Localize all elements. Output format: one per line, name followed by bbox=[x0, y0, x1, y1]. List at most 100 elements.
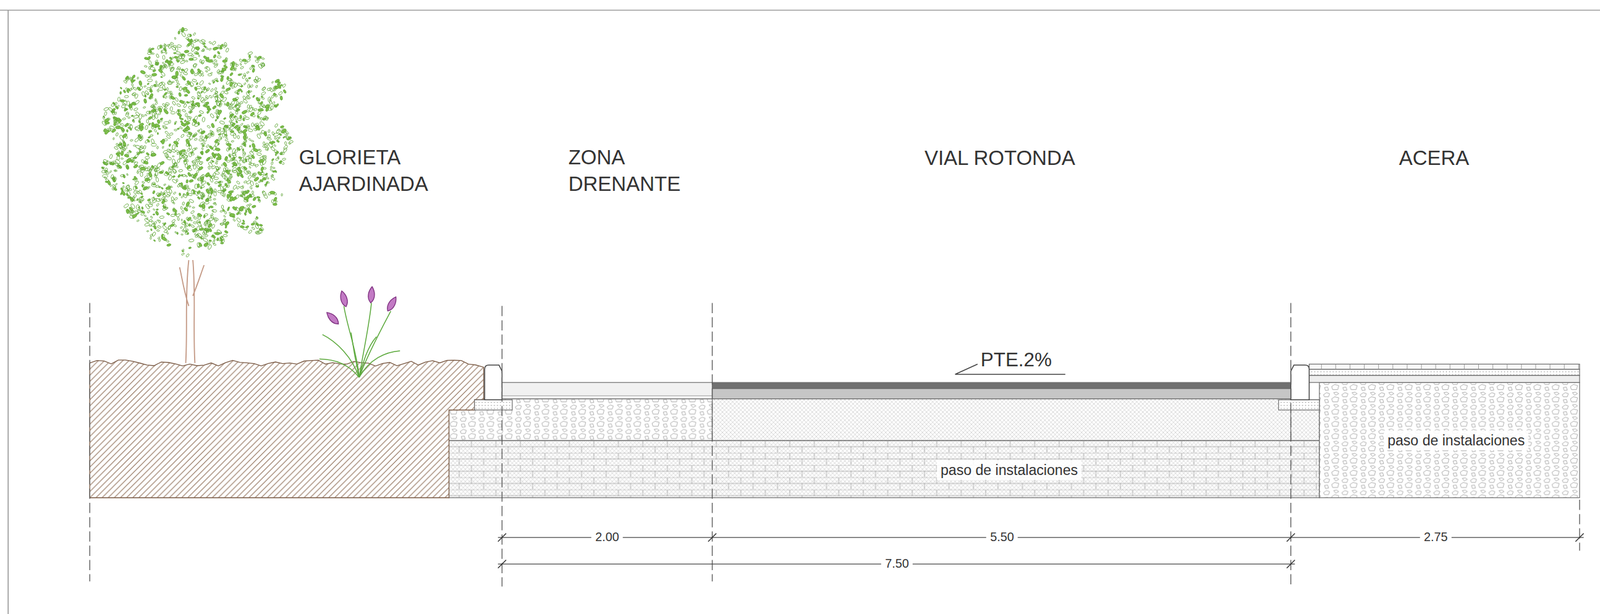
tree-leaf bbox=[280, 161, 285, 166]
tree-leaf bbox=[247, 77, 251, 80]
tree-leaf bbox=[249, 180, 254, 187]
tree-leaf bbox=[126, 100, 130, 106]
tree-leaf bbox=[237, 135, 240, 140]
tree-leaf bbox=[150, 165, 155, 171]
tree-leaf bbox=[258, 105, 264, 110]
tree-leaf bbox=[208, 82, 211, 85]
tree-leaf bbox=[247, 208, 253, 215]
zone-title: VIAL ROTONDA bbox=[924, 144, 1076, 172]
tree-leaf bbox=[194, 137, 198, 141]
tree-leaf bbox=[197, 246, 201, 248]
tree-leaf bbox=[240, 122, 244, 127]
tree-leaf bbox=[224, 136, 227, 138]
tree-leaf bbox=[109, 153, 114, 159]
tree-leaf bbox=[124, 107, 128, 112]
tree-leaf bbox=[152, 114, 156, 120]
tree-leaf bbox=[205, 70, 208, 73]
tree-leaf bbox=[165, 95, 168, 99]
tree-leaf bbox=[229, 113, 233, 119]
tree-leaf bbox=[272, 170, 276, 173]
tree-leaf bbox=[190, 68, 194, 75]
tree-leaf bbox=[227, 146, 232, 151]
tree-leaf bbox=[126, 143, 129, 147]
tree-leaf bbox=[257, 171, 263, 177]
tree-leaf bbox=[220, 210, 224, 212]
tree-leaf bbox=[203, 213, 209, 217]
tree-leaf bbox=[117, 118, 122, 124]
tree-leaf bbox=[229, 72, 233, 77]
tree-leaf bbox=[182, 159, 187, 163]
tree-leaf bbox=[143, 65, 148, 68]
tree-leaf bbox=[195, 52, 199, 56]
tree-leaf bbox=[134, 137, 140, 143]
tree-leaf bbox=[236, 108, 241, 112]
tree-leaf bbox=[125, 77, 130, 83]
tree-leaf bbox=[114, 162, 120, 167]
tree-leaf bbox=[249, 186, 253, 190]
tree-leaf bbox=[207, 166, 211, 170]
tree-leaf bbox=[138, 80, 143, 86]
tree-leaf bbox=[152, 105, 157, 111]
tree-leaf bbox=[174, 197, 178, 201]
tree-leaf bbox=[245, 225, 250, 229]
tree-leaf bbox=[247, 174, 252, 180]
tree-leaf bbox=[242, 158, 248, 164]
tree-leaf bbox=[144, 124, 149, 130]
tree-leaf bbox=[143, 175, 149, 180]
tree-leaf bbox=[273, 104, 278, 108]
tree-leaf bbox=[125, 111, 130, 118]
tree-leaf bbox=[156, 119, 161, 124]
tree-leaf bbox=[252, 147, 259, 153]
tree-leaf bbox=[223, 215, 227, 218]
tree-leaf bbox=[146, 87, 151, 90]
tree-leaf bbox=[198, 221, 201, 224]
dimension-tick bbox=[1286, 559, 1295, 568]
tree-leaf bbox=[175, 71, 179, 77]
tree-leaf bbox=[105, 163, 109, 166]
tree-leaf bbox=[148, 122, 151, 127]
tile-joints bbox=[1321, 364, 1579, 369]
sidewalk-tiles bbox=[1308, 364, 1580, 369]
tree-leaf bbox=[228, 190, 233, 195]
tree-leaf bbox=[147, 56, 151, 61]
tree-leaf bbox=[122, 117, 127, 120]
tree-leaf bbox=[188, 198, 195, 204]
tree-leaf bbox=[211, 165, 217, 170]
tree-leaf bbox=[221, 237, 225, 243]
tree-trunk bbox=[179, 260, 205, 364]
tree-leaf bbox=[170, 199, 175, 204]
tree-leaf bbox=[122, 160, 128, 166]
tree-leaf bbox=[113, 169, 117, 172]
curb-base-right bbox=[1278, 399, 1320, 411]
tree-leaf bbox=[197, 71, 201, 74]
tree-leaf bbox=[147, 166, 151, 172]
tree-leaf bbox=[143, 85, 146, 88]
tree-leaf bbox=[250, 84, 254, 89]
asphalt-binder-course bbox=[712, 388, 1292, 400]
tree-leaf bbox=[172, 163, 175, 168]
tree-leaf bbox=[213, 155, 216, 159]
tree-leaf bbox=[163, 48, 167, 51]
tree-leaf bbox=[191, 147, 196, 152]
tree-leaf bbox=[228, 119, 232, 123]
tree-leaf bbox=[237, 91, 240, 96]
tree-leaf bbox=[214, 87, 217, 91]
tree-leaf bbox=[258, 159, 264, 164]
sidewalk-concrete bbox=[1308, 375, 1580, 384]
tree-leaf bbox=[178, 86, 183, 92]
tree-leaf bbox=[177, 174, 181, 178]
tree-leaf bbox=[200, 176, 205, 180]
sidewalk-fill-layer bbox=[1319, 382, 1580, 499]
tree-leaf bbox=[151, 72, 157, 77]
tree-leaf bbox=[144, 95, 146, 98]
tree-leaf bbox=[158, 220, 161, 224]
tree-leaf bbox=[109, 170, 112, 174]
tree-leaf bbox=[236, 172, 240, 177]
tree-leaf bbox=[156, 225, 162, 229]
tree-leaf bbox=[224, 175, 229, 182]
tree-leaf bbox=[225, 47, 230, 53]
tree-leaf bbox=[271, 158, 275, 162]
tree-leaf bbox=[260, 62, 266, 68]
guide-line bbox=[1290, 302, 1292, 587]
tree-leaf bbox=[200, 224, 203, 228]
